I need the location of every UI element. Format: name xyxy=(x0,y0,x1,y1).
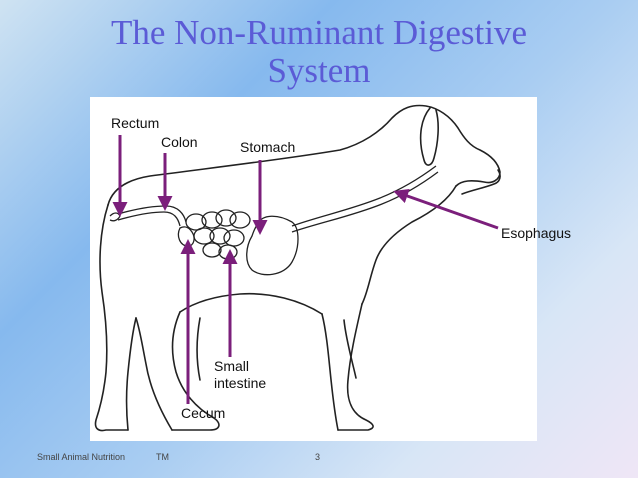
label-small-intestine-line-1: Small xyxy=(214,358,250,374)
slide-title: The Non-Ruminant Digestive System xyxy=(0,14,638,90)
colon-organ xyxy=(117,205,187,223)
footer-left-text: Small Animal Nutrition xyxy=(37,452,126,462)
label-colon: Colon xyxy=(161,134,198,150)
esophagus-tube xyxy=(291,165,437,227)
page-number: 3 xyxy=(315,452,321,462)
label-esophagus: Esophagus xyxy=(501,225,572,241)
title-line-1: The Non-Ruminant Digestive xyxy=(110,13,528,52)
label-rectum: Rectum xyxy=(111,115,160,131)
dog-outline xyxy=(94,104,501,432)
label-stomach: Stomach xyxy=(240,139,296,155)
stomach-organ xyxy=(246,215,299,276)
footer-tm: TM xyxy=(156,452,169,462)
title-line-2: System xyxy=(267,51,371,90)
digestive-organs xyxy=(109,165,439,276)
esophagus-arrow xyxy=(393,188,499,230)
label-arrows xyxy=(112,135,499,404)
small-intestine-organ xyxy=(185,209,251,260)
label-small-intestine-line-2: intestine xyxy=(214,375,267,391)
label-cecum: Cecum xyxy=(181,405,226,421)
